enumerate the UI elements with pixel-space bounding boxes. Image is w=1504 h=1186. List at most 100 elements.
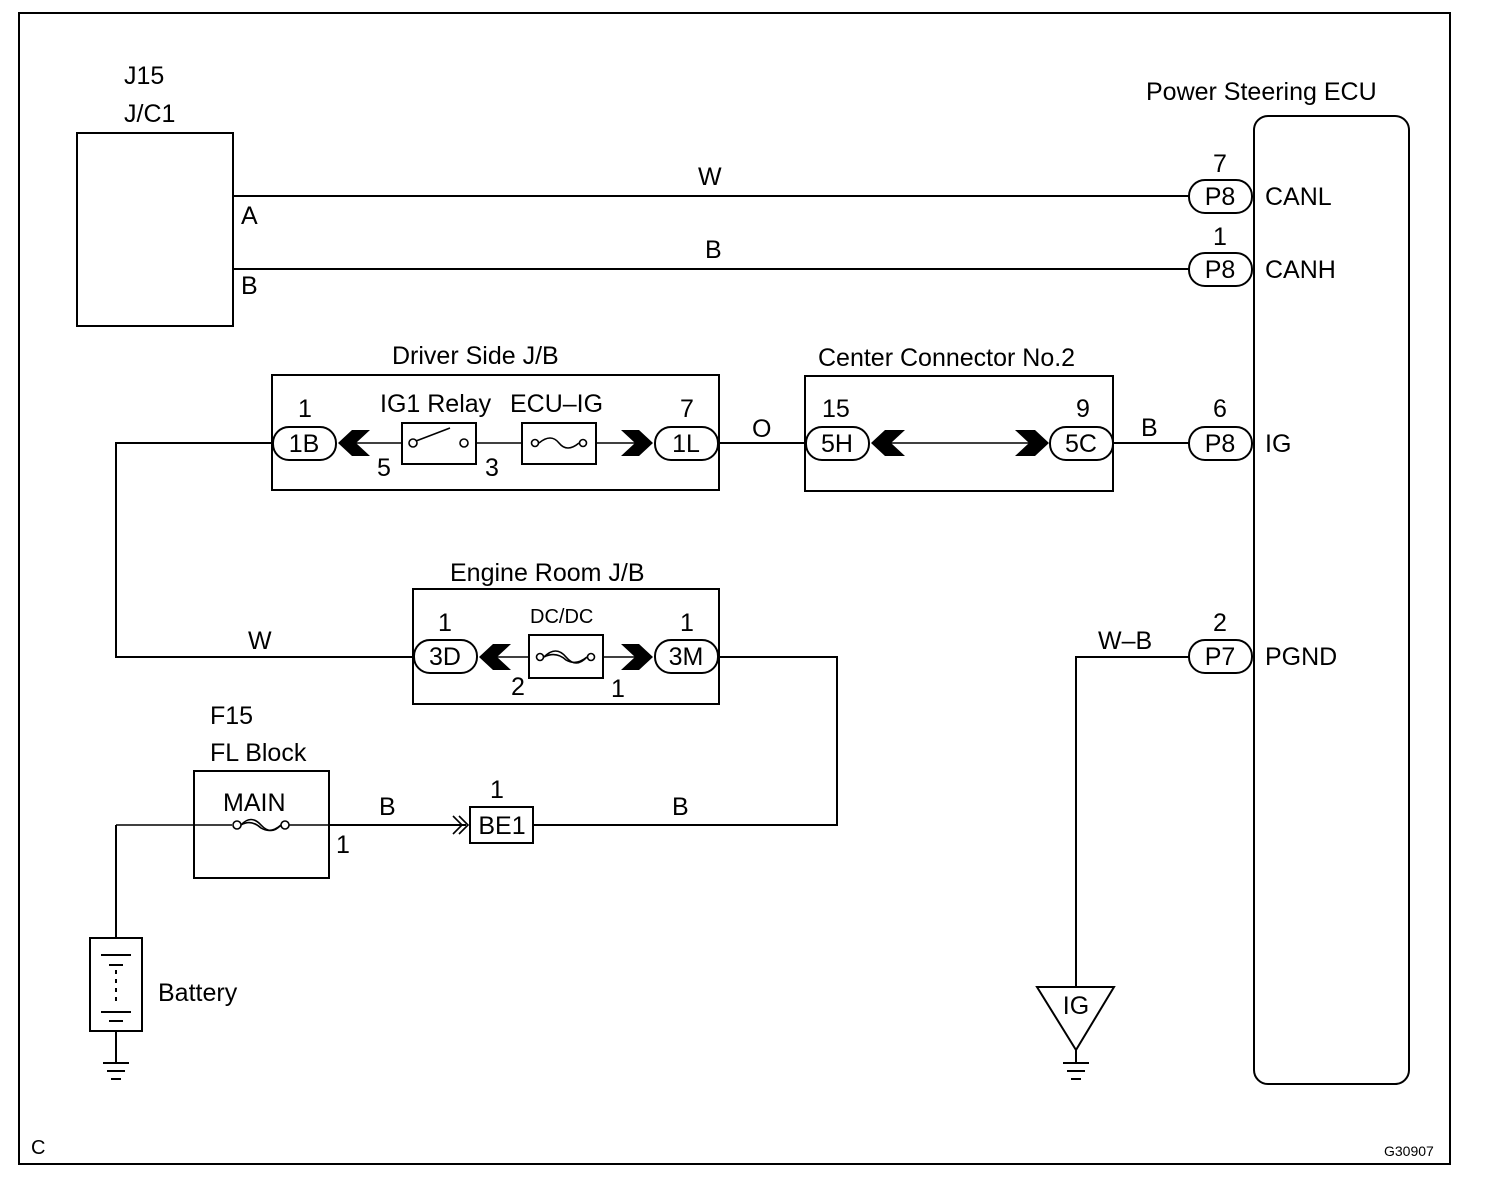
connector-arrow-icon bbox=[458, 815, 470, 835]
connector-1b-label: 1B bbox=[289, 430, 320, 458]
terminal-arrow-icon bbox=[338, 430, 370, 456]
diagram-frame bbox=[18, 12, 1451, 1165]
driver-jb-name: Driver Side J/B bbox=[392, 342, 559, 370]
ecu-pin-canh-number: 1 bbox=[1213, 223, 1227, 251]
ecu-pin-canl-number: 7 bbox=[1213, 150, 1227, 178]
connector-be1 bbox=[469, 806, 534, 844]
j15-pin-b: B bbox=[241, 272, 258, 300]
driver-jb-pin-1l-number: 7 bbox=[680, 395, 694, 423]
ecu-pin-ig-number: 6 bbox=[1213, 395, 1227, 423]
center-connector-no2: Center Connector No.2 15 5H 9 5C bbox=[804, 344, 1114, 492]
terminal-arrow-icon bbox=[1015, 430, 1049, 456]
ecu-connector-ig-label: P8 bbox=[1205, 430, 1236, 458]
battery: Battery bbox=[89, 937, 238, 1032]
connector-be1-label: BE1 bbox=[478, 812, 525, 840]
fuse-element-icon bbox=[538, 437, 580, 449]
ecu-connector-canh bbox=[1188, 252, 1253, 287]
fl-block-code: F15 bbox=[210, 702, 253, 730]
driver-jb-box bbox=[271, 374, 720, 491]
ecu-terminal-canl: CANL bbox=[1265, 183, 1332, 211]
connector-3m-label: 3M bbox=[669, 643, 704, 671]
wire-pgnd-color: W–B bbox=[1098, 627, 1152, 655]
fuse-icon bbox=[280, 820, 290, 830]
power-steering-ecu: Power Steering ECU 7 P8 CANL 1 P8 CANH 6… bbox=[1146, 78, 1410, 1085]
fuse-element-icon bbox=[240, 821, 282, 832]
connector-5c-label: 5C bbox=[1065, 430, 1097, 458]
fuse-icon bbox=[530, 438, 540, 448]
connector-3d bbox=[413, 639, 478, 674]
ecu-ig-fuse-label: ECU–IG bbox=[510, 390, 603, 418]
wire-1l-5h-color: O bbox=[752, 415, 771, 443]
figure-code: G30907 bbox=[1384, 1143, 1434, 1159]
fuse-element-icon bbox=[543, 650, 588, 664]
connector-5h-label: 5H bbox=[821, 430, 853, 458]
engine-pin-3d-number: 1 bbox=[438, 609, 452, 637]
dcdc-pin-1: 1 bbox=[611, 675, 625, 703]
relay-contact-icon bbox=[408, 438, 418, 448]
wire-1b-3d bbox=[115, 442, 414, 658]
terminal-arrow-icon bbox=[621, 430, 653, 456]
junction-connector-j15: J15 J/C1 A B bbox=[76, 62, 258, 327]
ecu-connector-canl bbox=[1188, 179, 1253, 214]
j15-pin-a: A bbox=[241, 202, 258, 230]
center-pin-5h-number: 15 bbox=[822, 395, 850, 423]
fuse-element-icon bbox=[543, 653, 588, 664]
fl-block-pin: 1 bbox=[336, 831, 350, 859]
main-fuse-label: MAIN bbox=[223, 789, 286, 817]
canh-wire-color: B bbox=[705, 236, 722, 264]
connector-3d-label: 3D bbox=[429, 643, 461, 671]
connector-5h bbox=[805, 426, 870, 461]
center-pin-5c-number: 9 bbox=[1076, 395, 1090, 423]
j15-box bbox=[76, 132, 234, 327]
relay-switch-icon bbox=[415, 427, 451, 442]
engine-jb-name: Engine Room J/B bbox=[450, 559, 645, 587]
driver-jb-pin-1b-number: 1 bbox=[298, 395, 312, 423]
relay-pin-3: 3 bbox=[485, 454, 499, 482]
ecu-connector-canl-label: P8 bbox=[1205, 183, 1236, 211]
wire-1b-3d-color: W bbox=[248, 627, 272, 655]
relay-pin-5: 5 bbox=[377, 454, 391, 482]
relay-contact-icon bbox=[459, 438, 469, 448]
be1-pin-number: 1 bbox=[490, 776, 504, 804]
engine-pin-3m-number: 1 bbox=[680, 609, 694, 637]
terminal-arrow-icon bbox=[871, 430, 905, 456]
ecu-connector-pgnd-label: P7 bbox=[1205, 643, 1236, 671]
corner-label: C bbox=[31, 1137, 45, 1159]
connector-be1-group: 1 BE1 bbox=[452, 776, 534, 844]
terminal-arrow-icon bbox=[479, 644, 511, 670]
dcdc-fuse-label: DC/DC bbox=[530, 606, 593, 628]
fl-block-name: FL Block bbox=[210, 739, 307, 767]
fuse-icon bbox=[586, 652, 596, 662]
ecu-terminal-ig: IG bbox=[1265, 430, 1291, 458]
ground-point-label: IG bbox=[1063, 992, 1089, 1020]
battery-box bbox=[89, 937, 143, 1032]
fuse-icon bbox=[578, 438, 588, 448]
battery-ground-icon bbox=[103, 1031, 129, 1080]
ecu-name: Power Steering ECU bbox=[1146, 78, 1377, 106]
driver-side-jb: Driver Side J/B 1 1B IG1 Relay 5 3 ECU–I… bbox=[271, 342, 720, 491]
j15-name: J/C1 bbox=[124, 100, 175, 128]
wire-pgnd bbox=[1075, 656, 1190, 987]
ecu-connector-canh-label: P8 bbox=[1205, 256, 1236, 284]
center-conn-name: Center Connector No.2 bbox=[818, 344, 1075, 372]
dcdc-pin-2: 2 bbox=[511, 673, 525, 701]
wire-3m-be1-color: B bbox=[672, 793, 689, 821]
canl-wire-color: W bbox=[698, 163, 722, 191]
ground-point-triangle-icon bbox=[1035, 986, 1116, 1052]
wire-fl-be1-color: B bbox=[379, 793, 396, 821]
fuse-icon bbox=[535, 652, 545, 662]
fuse-icon bbox=[232, 820, 242, 830]
ecu-box bbox=[1253, 115, 1410, 1085]
terminal-arrow-icon bbox=[621, 644, 653, 670]
ecu-terminal-pgnd: PGND bbox=[1265, 643, 1337, 671]
wire-3m-be1 bbox=[533, 656, 838, 826]
ecu-pin-pgnd-number: 2 bbox=[1213, 609, 1227, 637]
battery-label: Battery bbox=[158, 979, 238, 1007]
wire-5c-ecu-color: B bbox=[1141, 414, 1158, 442]
connector-1l-label: 1L bbox=[672, 430, 700, 458]
ig1-relay-label: IG1 Relay bbox=[380, 390, 492, 418]
ecu-terminal-canh: CANH bbox=[1265, 256, 1336, 284]
j15-code: J15 bbox=[124, 62, 164, 90]
ground-point-ig: IG bbox=[1035, 986, 1116, 1080]
